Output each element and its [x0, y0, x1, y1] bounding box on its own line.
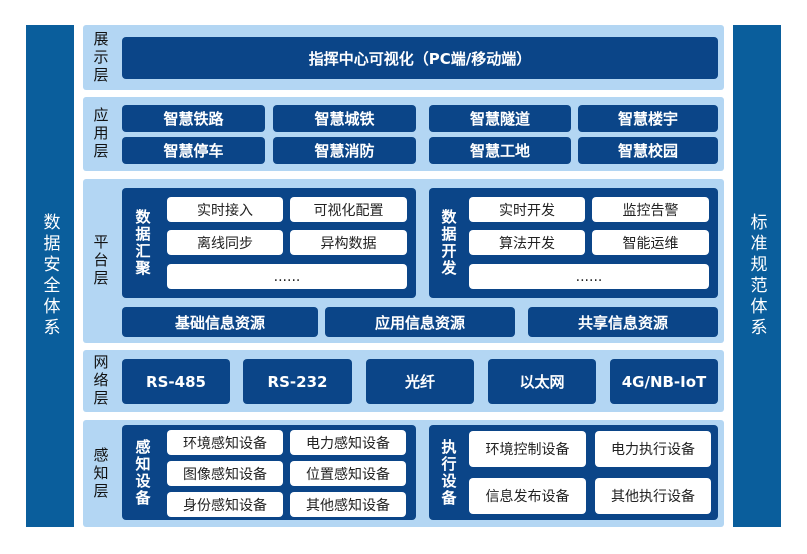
- develop-item: 智能运维: [592, 230, 709, 255]
- sensing-device-item: 环境感知设备: [167, 430, 283, 455]
- data-security-system-bar: 数据安全体系: [26, 25, 74, 527]
- sensing-device-item: 位置感知设备: [290, 461, 406, 486]
- sensing-device-item: 图像感知设备: [167, 461, 283, 486]
- resource-item: 共享信息资源: [528, 307, 718, 337]
- standards-system-bar: 标准规范体系: [733, 25, 781, 527]
- application-item: 智慧工地: [429, 137, 571, 164]
- perception-layer-label: 感知层: [91, 446, 110, 501]
- application-item: 智慧校园: [578, 137, 718, 164]
- execution-device-item: 信息发布设备: [469, 478, 586, 514]
- develop-item: 算法开发: [469, 230, 585, 255]
- network-item: 以太网: [488, 359, 596, 404]
- application-item: 智慧消防: [273, 137, 416, 164]
- sensing-device-item: 电力感知设备: [290, 430, 406, 455]
- collect-item: 实时接入: [167, 197, 283, 222]
- develop-more-item: ......: [469, 264, 709, 289]
- data-develop-label: 数据开发: [439, 209, 458, 277]
- network-item: RS-485: [122, 359, 230, 404]
- collect-item: 可视化配置: [290, 197, 407, 222]
- application-item: 智慧隧道: [429, 105, 571, 132]
- network-item: 4G/NB-IoT: [610, 359, 718, 404]
- resource-item: 应用信息资源: [325, 307, 515, 337]
- develop-item: 实时开发: [469, 197, 585, 222]
- develop-item: 监控告警: [592, 197, 709, 222]
- platform-layer-label: 平台层: [91, 234, 110, 288]
- network-layer-label: 网络层: [91, 354, 110, 408]
- network-item: RS-232: [243, 359, 352, 404]
- resource-item: 基础信息资源: [122, 307, 318, 337]
- application-layer-label: 应用层: [91, 107, 110, 161]
- command-center-box: 指挥中心可视化（PC端/移动端）: [122, 37, 718, 79]
- sensing-device-item: 其他感知设备: [290, 492, 406, 517]
- display-layer-label: 展示层: [91, 30, 110, 85]
- application-item: 智慧停车: [122, 137, 265, 164]
- execution-device-item: 其他执行设备: [595, 478, 711, 514]
- execution-device-item: 环境控制设备: [469, 431, 586, 467]
- application-item: 智慧楼宇: [578, 105, 718, 132]
- sensing-device-label: 感知设备: [133, 438, 152, 507]
- execution-device-label: 执行设备: [439, 438, 458, 507]
- execution-device-item: 电力执行设备: [595, 431, 711, 467]
- collect-more-item: ......: [167, 264, 407, 289]
- collect-item: 离线同步: [167, 230, 283, 255]
- application-item: 智慧城铁: [273, 105, 416, 132]
- sensing-device-item: 身份感知设备: [167, 492, 283, 517]
- application-item: 智慧铁路: [122, 105, 265, 132]
- collect-item: 异构数据: [290, 230, 407, 255]
- data-collect-label: 数据汇聚: [133, 209, 152, 277]
- network-item: 光纤: [366, 359, 474, 404]
